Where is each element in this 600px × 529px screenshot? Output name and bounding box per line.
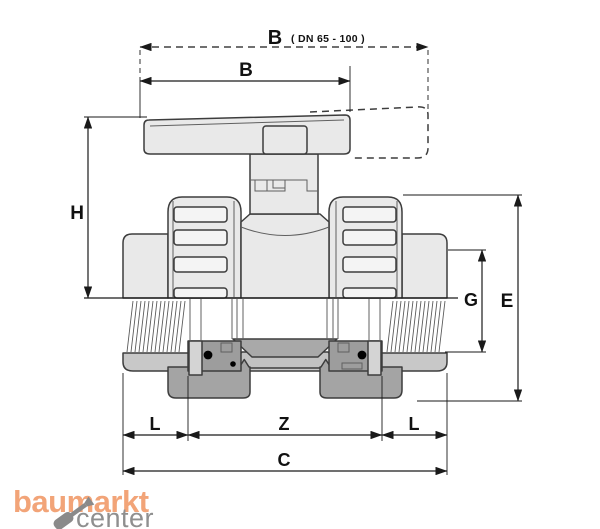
union-nut-left-rim-lines xyxy=(172,201,235,297)
logo-word-center: center xyxy=(76,503,154,529)
handle-top-edge-line xyxy=(149,119,345,127)
bush-bar-left xyxy=(188,340,203,376)
nut-rib xyxy=(173,256,228,273)
body-dome-arc xyxy=(240,226,330,236)
dim-label-b-extended: B xyxy=(268,27,282,49)
dimension-lines xyxy=(83,42,523,476)
valve-left-half xyxy=(122,196,251,399)
seat-slot-right xyxy=(341,362,363,370)
dim-label-c: C xyxy=(278,450,291,470)
carrier-leg-lines-left xyxy=(189,299,244,341)
handle-center-block xyxy=(262,125,308,155)
dimension-labels: B ( DN 65 - 100 ) B H G E L Z L C xyxy=(70,27,513,470)
nut-rib xyxy=(173,287,228,299)
dim-label-z: Z xyxy=(279,414,290,434)
valve-body-center xyxy=(240,153,330,299)
nut-rib xyxy=(173,206,228,223)
valve-handle xyxy=(143,106,429,159)
logo: baumarkt center xyxy=(13,484,154,529)
dim-label-g: G xyxy=(464,290,478,310)
dim-label-b: B xyxy=(239,60,253,81)
dim-label-l-right: L xyxy=(409,414,420,434)
valve-section xyxy=(122,196,448,399)
nut-rib xyxy=(173,229,228,246)
screwdriver-icon xyxy=(53,496,95,529)
logo-word-baumarkt: baumarkt xyxy=(13,484,149,519)
ball-section xyxy=(232,338,338,358)
end-connector-left xyxy=(122,233,169,299)
carrier-notch-left xyxy=(220,342,233,353)
thread-hatch-left xyxy=(126,300,186,353)
dim-label-b-extended-note: ( DN 65 - 100 ) xyxy=(291,33,365,45)
o-ring-left xyxy=(203,350,213,360)
stem-detail-small-box xyxy=(272,179,286,189)
o-ring-small-left xyxy=(230,361,236,367)
dim-label-h: H xyxy=(70,203,84,224)
stem xyxy=(249,153,319,215)
body-column xyxy=(240,213,330,299)
thread-hatch-right xyxy=(386,300,446,353)
dim-label-l-left: L xyxy=(150,414,161,434)
dim-label-e: E xyxy=(501,291,514,312)
handle-extended-dashed xyxy=(309,106,429,159)
